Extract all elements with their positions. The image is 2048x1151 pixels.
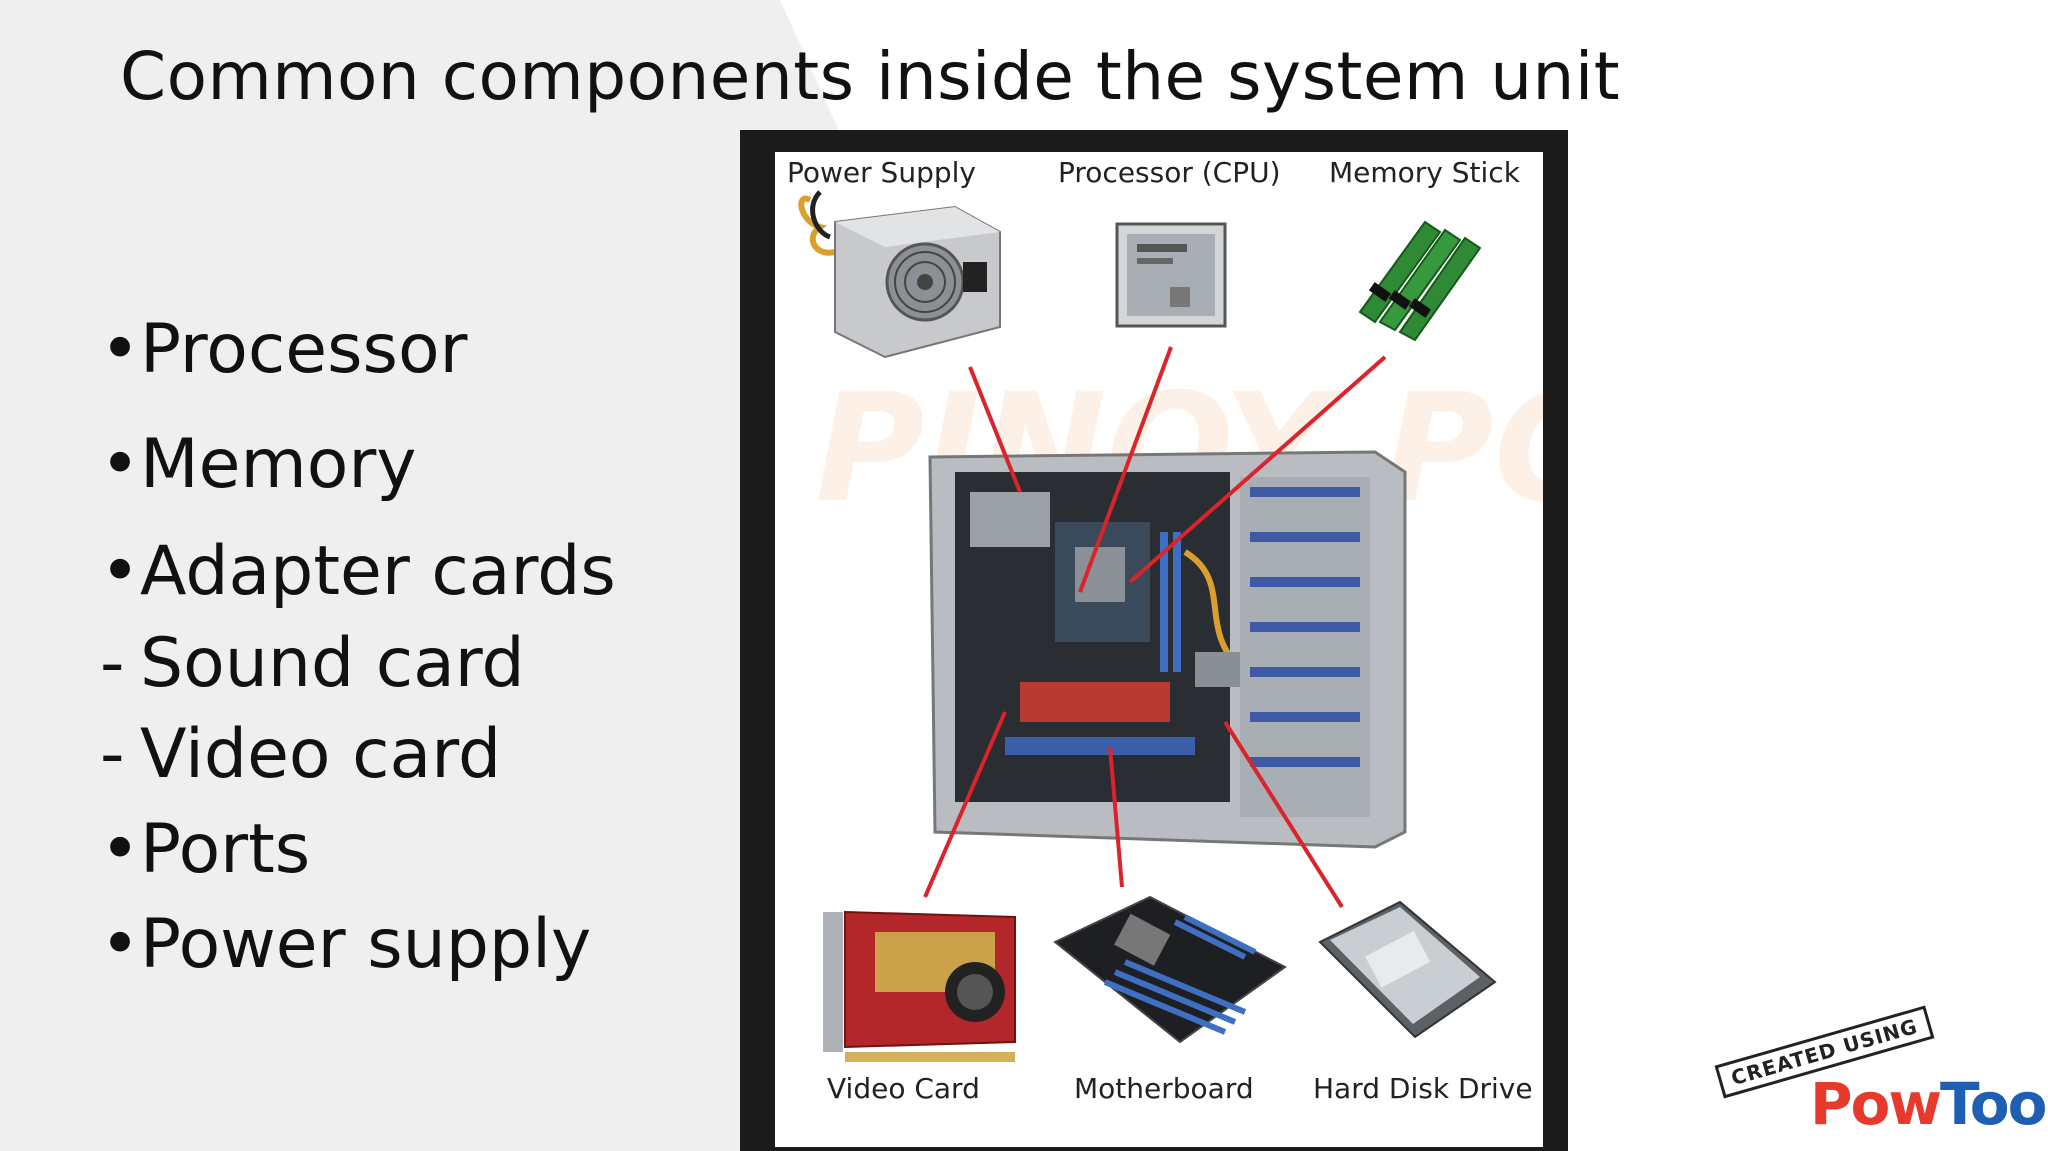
component-illustrations <box>798 190 1497 1062</box>
computer-case-illustration <box>928 450 1407 849</box>
label-motherboard: Motherboard <box>1074 1072 1254 1105</box>
logo-word-part2: Toon <box>1939 1070 2048 1138</box>
bullet-marker: • <box>100 905 141 984</box>
list-item-sound-card: -Sound card <box>100 624 525 703</box>
list-item-memory: •Memory <box>100 425 417 504</box>
list-item-adapter-cards: •Adapter cards <box>100 532 616 611</box>
power-supply-illustration <box>798 190 1001 359</box>
list-item-processor: •Processor <box>100 310 468 389</box>
list-item-text: Memory <box>140 425 417 504</box>
component-diagram-image: PINOY PC Power Supply Processor (CPU) Me… <box>775 152 1543 1147</box>
dash-marker: - <box>100 624 125 703</box>
powtoon-logo: CREATED USING PowToon <box>1705 1005 2048 1140</box>
bullet-marker: • <box>100 810 141 889</box>
label-hard-disk-drive: Hard Disk Drive <box>1313 1072 1533 1105</box>
list-item-video-card: -Video card <box>100 715 501 794</box>
dash-marker: - <box>100 715 125 794</box>
motherboard-illustration <box>1053 895 1287 1044</box>
video-card-illustration <box>823 910 1016 1062</box>
list-item-ports: •Ports <box>100 810 310 889</box>
memory-stick-illustration <box>1358 220 1482 342</box>
label-memory-stick: Memory Stick <box>1329 156 1520 189</box>
connector-lines <box>923 346 1387 909</box>
logo-wordmark: PowToon <box>1810 1070 2048 1138</box>
label-power-supply: Power Supply <box>787 156 976 189</box>
list-item-text: Processor <box>140 310 468 389</box>
list-item-text: Ports <box>140 810 311 889</box>
list-item-text: Video card <box>140 715 502 794</box>
cpu-illustration <box>1115 222 1227 328</box>
label-processor: Processor (CPU) <box>1058 156 1281 189</box>
bullet-marker: • <box>100 425 141 504</box>
bullet-marker: • <box>100 310 141 389</box>
slide-title: Common components inside the system unit <box>120 38 1621 115</box>
list-item-text: Power supply <box>140 905 592 984</box>
logo-word-part1: Pow <box>1810 1070 1942 1138</box>
label-video-card: Video Card <box>827 1072 980 1105</box>
list-item-text: Adapter cards <box>140 532 616 611</box>
list-item-text: Sound card <box>140 624 525 703</box>
list-item-power-supply: •Power supply <box>100 905 591 984</box>
bullet-marker: • <box>100 532 141 611</box>
hard-disk-illustration <box>1318 900 1497 1039</box>
